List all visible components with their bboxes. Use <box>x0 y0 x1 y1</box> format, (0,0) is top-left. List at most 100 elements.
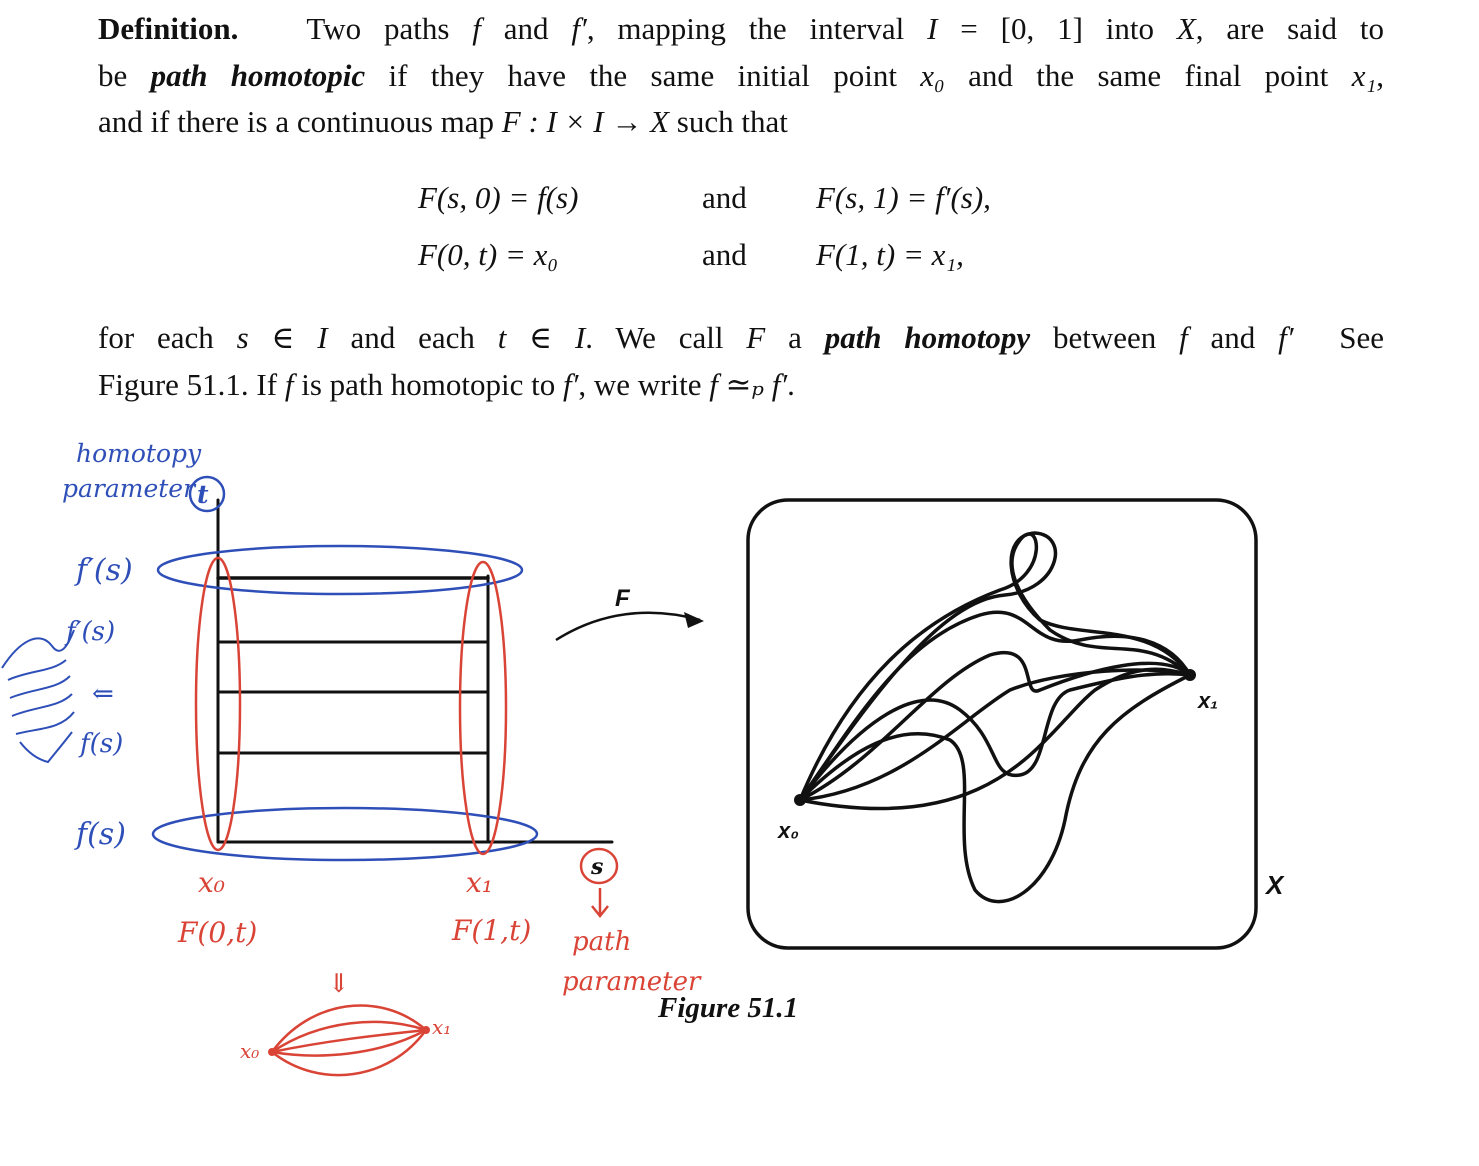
text: and if there is a continuous map <box>98 104 495 139</box>
red-x0: x₀ <box>198 866 225 899</box>
blue-f-prime-top: f′(s) <box>74 553 133 588</box>
blue-wave-4 <box>11 693 73 717</box>
point-x0 <box>794 794 806 806</box>
path-2 <box>798 668 1192 802</box>
definition-heading: Definition. <box>98 11 239 46</box>
equation-row2-right: F(1, t) = x₁, <box>816 237 964 272</box>
text: Two paths <box>306 11 450 46</box>
equation-row1-right: F(s, 1) = f′(s), <box>816 180 991 215</box>
math: x₁ <box>1351 57 1377 93</box>
math: f′ <box>1278 320 1294 355</box>
red-annotations <box>194 556 619 1077</box>
label-x0: x₀ <box>777 818 799 843</box>
math: s ∈ I <box>236 320 328 355</box>
math: X <box>1176 11 1196 46</box>
red-lens-path-4 <box>271 1028 427 1057</box>
red-lens-point-x0 <box>268 1048 276 1056</box>
red-path: path <box>572 927 631 957</box>
text: a <box>788 320 802 355</box>
map-arrow-head <box>684 612 704 628</box>
math: f′ <box>571 11 587 46</box>
red-lens-point-x1 <box>422 1026 430 1034</box>
blue-circle-t <box>188 475 226 513</box>
map-arrow: F <box>555 585 704 642</box>
following-paragraph: for each s ∈ I and each t ∈ I. We call F… <box>98 315 1384 408</box>
text: Figure 51.1. If <box>98 366 278 402</box>
red-lens-path-5 <box>271 1029 428 1077</box>
term-path-homotopy: path homotopy <box>824 320 1031 355</box>
label-x1: x₁ <box>1197 688 1218 713</box>
map-arrow-curve <box>555 611 701 642</box>
math: f <box>1179 320 1188 355</box>
math: f′ <box>562 366 579 402</box>
red-ellipse-right <box>458 560 508 856</box>
math: I <box>927 11 938 46</box>
equation-row1-left: F(s, 0) = f(s) <box>418 180 579 215</box>
point-x1 <box>1184 669 1196 681</box>
path-8 <box>798 673 1192 904</box>
map-label: F <box>615 585 631 612</box>
red-F0t: F(0,t) <box>177 916 257 949</box>
blue-wave-3 <box>9 675 71 699</box>
equation-row1-and: and <box>702 180 747 215</box>
blue-wave-1 <box>1 629 75 669</box>
blue-wave-6 <box>19 731 73 764</box>
red-parameter: parameter <box>562 967 702 997</box>
red-lens-x1: x₁ <box>432 1015 451 1039</box>
blue-f-prime-mid: f′(s) <box>64 617 115 647</box>
space-X-diagram <box>746 498 1258 950</box>
red-lens-x0: x₀ <box>240 1039 259 1063</box>
text: . <box>787 366 795 402</box>
text: , are said to <box>1195 11 1385 46</box>
blue-f-mid: f(s) <box>78 729 123 759</box>
text: is path homotopic to <box>301 366 556 402</box>
math: F <box>746 320 766 355</box>
text: , mapping the interval <box>586 11 905 46</box>
blue-wave-5 <box>15 711 75 735</box>
blue-left-arrow: ⇐ <box>92 679 114 709</box>
blue-f-bottom: f(s) <box>74 817 126 852</box>
red-down-arrow: ⇓ <box>328 969 350 999</box>
red-F1t: F(1,t) <box>451 914 531 947</box>
math: f ≃ₚ f′ <box>709 366 788 402</box>
path-7 <box>798 671 1192 802</box>
term-path-homotopic: path homotopic <box>150 57 366 93</box>
blue-ellipse-top <box>156 544 524 596</box>
text: , we write <box>578 366 702 402</box>
text: and each <box>350 320 475 355</box>
red-circle-s <box>579 847 619 885</box>
label-X: X <box>1264 870 1285 900</box>
text: if they have the same initial point <box>388 57 897 93</box>
blue-ellipse-bottom <box>151 806 539 862</box>
red-lens-path-3 <box>271 1028 427 1054</box>
equation-row2-left: F(0, t) = x₀ <box>418 237 559 272</box>
red-x1: x₁ <box>466 866 493 899</box>
math: F : I × I → X <box>501 104 670 139</box>
text: and the same final point <box>968 57 1329 93</box>
text: for each <box>98 320 214 355</box>
math: f <box>284 366 294 402</box>
text: See <box>1339 320 1385 355</box>
math: x₀ <box>920 57 945 93</box>
blue-wave-2 <box>7 659 67 681</box>
path-5-loop <box>798 531 1192 802</box>
text: . We call <box>585 320 724 355</box>
figure-caption: Figure 51.1 <box>658 992 799 1024</box>
text: and <box>503 11 549 46</box>
red-ellipse-left <box>194 556 242 852</box>
text: between <box>1052 320 1157 355</box>
path-3 <box>798 650 1192 802</box>
text: such that <box>676 104 788 139</box>
text: = [0, 1] into <box>960 11 1154 46</box>
red-lens-path-1 <box>270 1004 427 1053</box>
equation-row2-and: and <box>702 237 747 272</box>
space-boundary <box>746 498 1258 950</box>
red-arrow-head <box>591 905 609 919</box>
blue-t: t <box>197 480 209 509</box>
path-4 <box>798 610 1192 802</box>
s-axis-label: s <box>590 854 603 880</box>
blue-annotations <box>1 475 539 862</box>
definition-paragraph: Definition. Two paths f and f′, mapping … <box>98 6 1384 146</box>
text: be <box>98 57 128 93</box>
